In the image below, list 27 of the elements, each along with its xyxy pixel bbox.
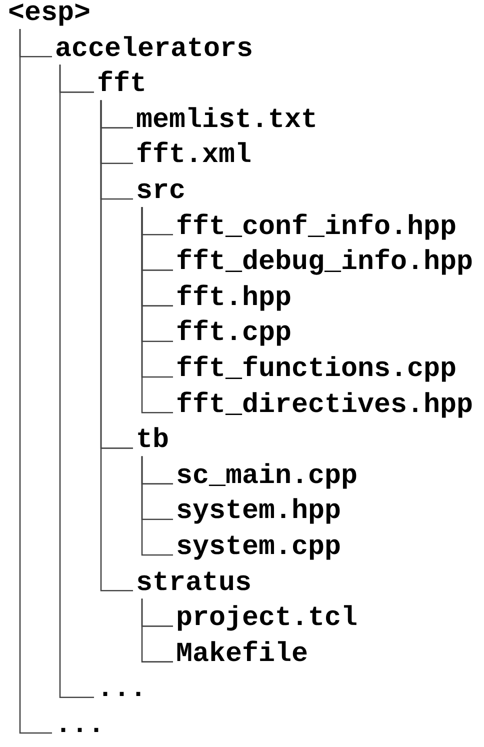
tree-entry-label: src (136, 177, 186, 207)
tree-connector (59, 64, 94, 698)
tree-entry-label: fft_directives.hpp (176, 390, 474, 421)
tree-entry-label: ... (55, 711, 105, 741)
tree-entry-label: stratus (136, 568, 252, 599)
tree-entry-label: ... (97, 675, 147, 706)
tree-connector (141, 207, 173, 414)
tree-entry-label: system.cpp (176, 533, 342, 563)
tree-entry-label: fft_debug_info.hpp (176, 248, 474, 278)
tree-entry-label: accelerators (55, 34, 254, 65)
tree-entry-label: <esp> (8, 0, 91, 29)
tree-entry-label: fft (97, 70, 147, 100)
tree-entry-label: fft.hpp (176, 284, 292, 314)
tree-entry-label: fft.cpp (176, 319, 292, 350)
tree-entry-label: fft_conf_info.hpp (176, 212, 457, 243)
tree-entry-label: project.tcl (176, 604, 358, 634)
tree-entry-label: Makefile (176, 640, 308, 670)
tree-entry-label: system.hpp (176, 497, 342, 528)
tree-connector (19, 29, 52, 734)
tree-entry-label: fft.xml (136, 141, 252, 172)
tree-connector (100, 100, 133, 592)
tree-connector (141, 598, 173, 662)
tree-entry-label: fft_functions.cpp (176, 355, 457, 385)
tree-entry-label: memlist.txt (136, 106, 318, 136)
tree-entry-label: tb (136, 426, 170, 456)
tree-connector (141, 456, 173, 556)
tree-entry-label: sc_main.cpp (176, 462, 358, 492)
